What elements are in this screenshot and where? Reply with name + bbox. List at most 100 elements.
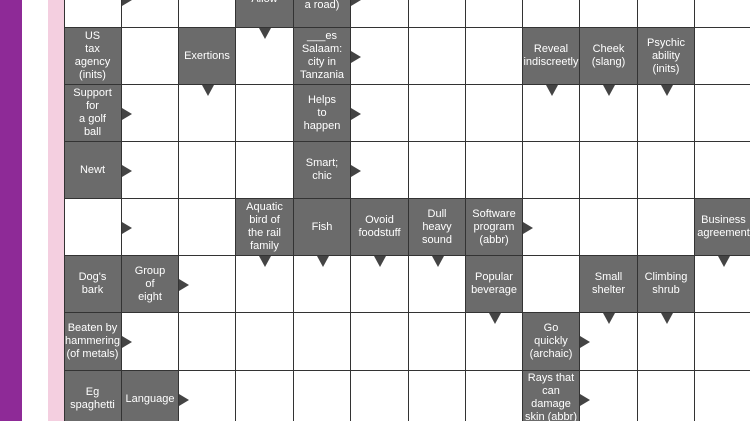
clue-text: Aquatic bird of the rail family [246,201,283,252]
answer-cell[interactable] [409,28,466,85]
answer-cell[interactable] [580,0,638,28]
answer-cell[interactable] [523,256,580,313]
clue-cell: Newt [64,142,122,199]
answer-cell[interactable] [64,0,122,28]
right-arrow-icon [179,393,189,406]
down-arrow-icon [201,85,214,96]
answer-cell[interactable] [638,85,695,142]
answer-cell[interactable] [695,371,750,421]
right-arrow-icon [122,221,132,234]
clue-text: Eg spaghetti [70,386,115,411]
answer-cell[interactable] [523,0,580,28]
clue-cell: town (of a road) [294,0,351,28]
clue-cell: Helps to happen [294,85,351,142]
answer-cell[interactable] [695,313,750,371]
answer-cell[interactable] [695,0,750,28]
answer-cell[interactable] [466,85,523,142]
answer-cell[interactable] [409,0,466,28]
right-arrow-icon [122,164,132,177]
answer-cell[interactable] [523,142,580,199]
clue-text: ___es Salaam: city in Tanzania [299,30,345,81]
answer-cell[interactable] [466,0,523,28]
clue-cell: Dog's bark [64,256,122,313]
clue-cell: Language [122,371,179,421]
answer-cell[interactable] [638,371,695,421]
clue-text: Ovoid foodstuff [358,214,401,239]
answer-cell[interactable] [294,313,351,371]
right-arrow-icon [580,393,590,406]
answer-cell[interactable] [236,371,294,421]
right-arrow-icon [122,107,132,120]
answer-cell[interactable] [179,142,236,199]
answer-cell[interactable] [236,85,294,142]
answer-cell[interactable] [466,142,523,199]
answer-cell[interactable] [466,28,523,85]
page-margin-strip [48,0,64,421]
answer-cell[interactable] [638,142,695,199]
clue-text: Allow [251,0,277,6]
answer-cell[interactable] [695,142,750,199]
clue-text: Rays that can damage skin (abbr) [525,372,577,421]
down-arrow-icon [374,256,386,267]
answer-cell[interactable] [179,199,236,256]
down-arrow-icon [603,313,615,324]
crossword-grid: Allow town (of a road) US tax agency (init… [64,0,750,421]
clue-cell: Smart; chic [294,142,351,199]
clue-cell: Support for a golf ball [64,85,122,142]
side-color-bar [0,0,22,421]
answer-cell[interactable] [638,199,695,256]
clue-text: Smart; chic [305,157,339,182]
down-arrow-icon [603,85,615,96]
clue-cell: Exertions [179,28,236,85]
down-arrow-icon [718,256,730,267]
answer-cell[interactable] [695,28,750,85]
answer-cell[interactable] [294,371,351,421]
clue-cell: Eg spaghetti [64,371,122,421]
answer-cell[interactable] [64,199,122,256]
clue-cell: Group of eight [122,256,179,313]
clue-cell: Dull heavy sound [409,199,466,256]
right-arrow-icon [523,221,533,234]
clue-text: Language [125,392,175,405]
answer-cell[interactable] [179,313,236,371]
answer-cell[interactable] [638,0,695,28]
right-arrow-icon [351,50,361,63]
clue-cell: ___es Salaam: city in Tanzania [294,28,351,85]
clue-text: Dog's bark [78,271,107,296]
clue-cell: Reveal indiscreetly [523,28,580,85]
clue-cell: Aquatic bird of the rail family [236,199,294,256]
clue-text: Helps to happen [303,93,341,132]
answer-cell[interactable] [409,142,466,199]
clue-text: Exertions [184,49,230,62]
answer-cell[interactable] [409,371,466,421]
clue-text: Software program (abbr) [472,207,516,246]
answer-cell[interactable] [179,0,236,28]
down-arrow-icon [316,256,329,267]
answer-cell[interactable] [580,199,638,256]
answer-cell[interactable] [580,142,638,199]
answer-cell[interactable] [409,313,466,371]
clue-text: Cheek (slang) [591,43,626,68]
clue-cell: Climbing shrub [638,256,695,313]
clue-cell: Psychic ability (inits) [638,28,695,85]
answer-cell[interactable] [236,142,294,199]
answer-cell[interactable] [351,371,409,421]
answer-cell[interactable] [236,313,294,371]
clue-text: Go quickly (archaic) [529,322,573,360]
clue-cell: Beaten by hammering (of metals) [64,313,122,371]
answer-cell[interactable] [466,371,523,421]
answer-cell[interactable] [122,28,179,85]
clue-cell: Software program (abbr) [466,199,523,256]
clue-text: Support for a golf ball [73,87,112,138]
clue-text: Fish [311,220,333,233]
clue-text: US tax agency (inits) [74,30,111,81]
answer-cell[interactable] [409,85,466,142]
down-arrow-icon [660,313,673,324]
clue-cell: Go quickly (archaic) [523,313,580,371]
answer-cell[interactable] [695,85,750,142]
clue-text: Popular beverage [471,271,517,296]
right-arrow-icon [351,107,361,120]
clue-text: Psychic ability (inits) [647,36,685,75]
answer-cell[interactable] [351,313,409,371]
grid-left-border [64,0,65,421]
